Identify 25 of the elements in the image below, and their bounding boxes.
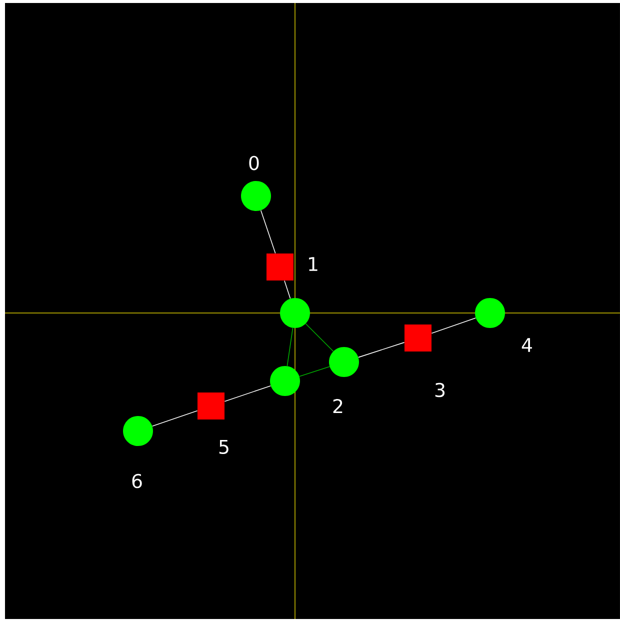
circle-node <box>329 347 359 377</box>
circle-node <box>123 416 153 446</box>
node-number: 1 <box>309 257 318 271</box>
node-number: 3 <box>435 382 445 398</box>
connector-line <box>260 210 276 254</box>
connector-line <box>431 318 476 334</box>
node-number: 0 <box>249 156 259 170</box>
connector-line <box>358 342 405 358</box>
connector-line <box>305 323 334 352</box>
node-number: 6 <box>132 474 142 488</box>
connector-line <box>286 328 294 366</box>
node-number: 5 <box>219 440 228 454</box>
connector-line <box>224 385 271 402</box>
circle-node <box>280 298 310 328</box>
square-node <box>198 392 224 420</box>
connector-line <box>299 366 330 377</box>
square-node <box>404 324 432 352</box>
connector-line <box>284 280 291 299</box>
square-node <box>266 254 294 280</box>
circle-node <box>475 298 505 328</box>
circle-node <box>270 366 300 396</box>
node-number: 2 <box>333 398 342 414</box>
node-number: 4 <box>522 338 532 352</box>
circle-node <box>241 181 271 211</box>
connector-line <box>152 410 198 426</box>
